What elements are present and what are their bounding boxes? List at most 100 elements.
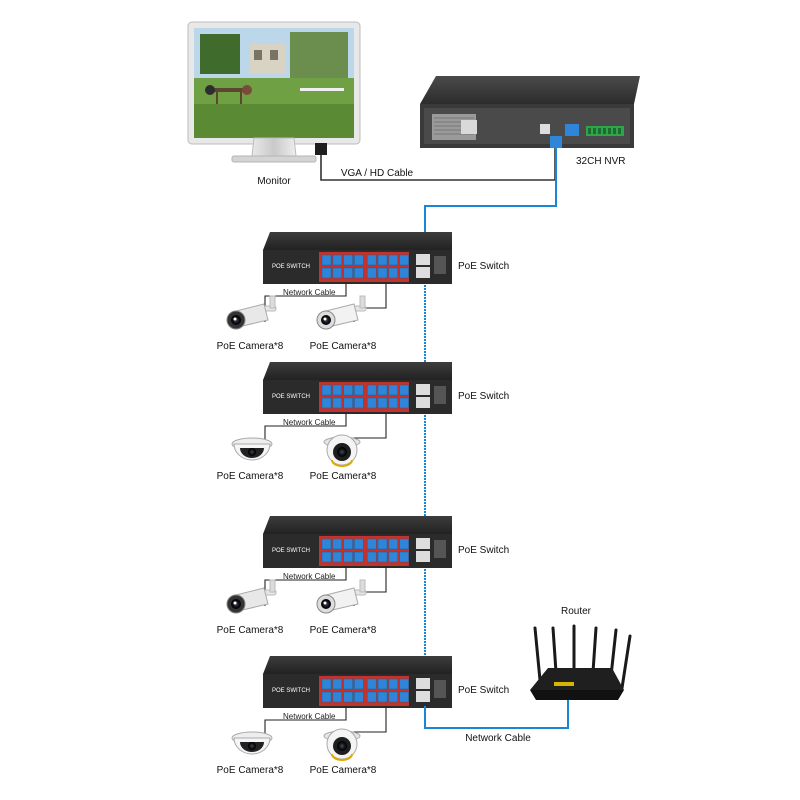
- bullet-camera-white-icon: [316, 579, 367, 614]
- camera-label: PoE Camera*8: [310, 765, 377, 776]
- ethernet-port-icon: [354, 538, 364, 550]
- ethernet-port-icon: [399, 691, 409, 703]
- uplink-port-icon: [416, 691, 430, 702]
- ethernet-port-icon: [332, 397, 343, 409]
- ethernet-port-icon: [388, 267, 399, 279]
- monitor-stand: [251, 137, 297, 157]
- uplink-port-icon: [416, 384, 430, 395]
- uplink-port-icon: [416, 538, 430, 549]
- ethernet-port-icon: [399, 397, 409, 409]
- ethernet-port-icon: [377, 397, 388, 409]
- monitor-label: Monitor: [257, 176, 291, 187]
- camera-network-cable: [353, 706, 387, 746]
- monitor: [187, 21, 361, 163]
- ethernet-port-icon: [321, 384, 332, 396]
- switch-device-label: POE SWITCH: [272, 688, 310, 694]
- switch-side-label: PoE Switch: [458, 391, 509, 402]
- uplink-port-icon: [416, 678, 430, 689]
- network-cable-label: Network Cable: [283, 418, 336, 427]
- ethernet-port-icon: [377, 267, 388, 279]
- bullet-camera-icon: [226, 295, 277, 330]
- ethernet-port-icon: [399, 384, 409, 396]
- dome-camera-icon: [231, 437, 273, 461]
- ethernet-port-icon: [399, 678, 409, 690]
- ethernet-port-icon: [332, 551, 343, 563]
- power-port-icon: [540, 124, 550, 134]
- ethernet-port-icon: [366, 551, 377, 563]
- ethernet-port-icon: [332, 678, 343, 690]
- ethernet-port-icon: [343, 267, 353, 279]
- network-cable-label: Network Cable: [283, 572, 336, 581]
- switch-device-label: POE SWITCH: [272, 264, 310, 270]
- ethernet-port-icon: [388, 384, 399, 396]
- ethernet-port-icon: [343, 254, 353, 266]
- network-cable-label: Network Cable: [283, 288, 336, 297]
- ethernet-port-icon: [366, 267, 377, 279]
- router: [530, 624, 632, 700]
- ethernet-port-icon: [388, 551, 399, 563]
- turret-camera-icon: [323, 434, 361, 467]
- ethernet-port-icon: [388, 397, 399, 409]
- switch-device-label: POE SWITCH: [272, 394, 310, 400]
- poe-switch: POE SWITCH: [263, 516, 452, 568]
- camera-label: PoE Camera*8: [217, 625, 284, 636]
- uplink-network-cable: [424, 148, 557, 250]
- camera-label: PoE Camera*8: [310, 471, 377, 482]
- turret-camera-icon: [323, 728, 361, 761]
- ethernet-port-icon: [366, 678, 377, 690]
- poe-switch: POE SWITCH: [263, 232, 452, 284]
- camera-label: PoE Camera*8: [217, 341, 284, 352]
- ethernet-port-icon: [366, 691, 377, 703]
- ethernet-port-icon: [332, 267, 343, 279]
- lan-port-icon: [550, 136, 562, 148]
- ethernet-port-icon: [377, 538, 388, 550]
- ethernet-port-icon: [332, 384, 343, 396]
- uplink-port-icon: [416, 397, 430, 408]
- ethernet-port-icon: [388, 678, 399, 690]
- ethernet-port-icon: [321, 267, 332, 279]
- router-logo: [554, 682, 574, 686]
- ethernet-port-icon: [366, 538, 377, 550]
- router-network-cable-label: Network Cable: [465, 733, 531, 744]
- bullet-camera-icon: [226, 579, 277, 614]
- nvr-label: 32CH NVR: [576, 156, 625, 167]
- ethernet-port-icon: [343, 538, 353, 550]
- ethernet-port-icon: [399, 267, 409, 279]
- ethernet-port-icon: [343, 397, 353, 409]
- network-cable-label: Network Cable: [283, 712, 336, 721]
- bullet-camera-white-icon: [316, 295, 367, 330]
- vga-plug-icon: [315, 143, 327, 155]
- ethernet-port-icon: [377, 384, 388, 396]
- camera-label: PoE Camera*8: [310, 625, 377, 636]
- ethernet-port-icon: [377, 691, 388, 703]
- ethernet-port-icon: [354, 551, 364, 563]
- ethernet-port-icon: [354, 397, 364, 409]
- ethernet-port-icon: [399, 538, 409, 550]
- poe-switch: POE SWITCH: [263, 362, 452, 414]
- vga-cable-label: VGA / HD Cable: [341, 168, 414, 179]
- ethernet-port-icon: [321, 254, 332, 266]
- dome-camera-icon: [231, 731, 273, 755]
- ethernet-port-icon: [377, 551, 388, 563]
- camera-label: PoE Camera*8: [217, 471, 284, 482]
- ethernet-port-icon: [354, 678, 364, 690]
- ethernet-port-icon: [388, 254, 399, 266]
- switch-side-label: PoE Switch: [458, 261, 509, 272]
- ethernet-port-icon: [332, 254, 343, 266]
- vga-port-icon: [565, 124, 579, 136]
- switch-side-label: PoE Switch: [458, 685, 509, 696]
- switch-device-label: POE SWITCH: [272, 548, 310, 554]
- ethernet-port-icon: [343, 551, 353, 563]
- ethernet-port-icon: [377, 254, 388, 266]
- nvr: [420, 76, 640, 148]
- ethernet-port-icon: [388, 691, 399, 703]
- ethernet-port-icon: [343, 678, 353, 690]
- switch-side-label: PoE Switch: [458, 545, 509, 556]
- camera-network-cable: [353, 412, 387, 452]
- ethernet-port-icon: [343, 691, 353, 703]
- uplink-port-icon: [416, 267, 430, 278]
- ethernet-port-icon: [354, 691, 364, 703]
